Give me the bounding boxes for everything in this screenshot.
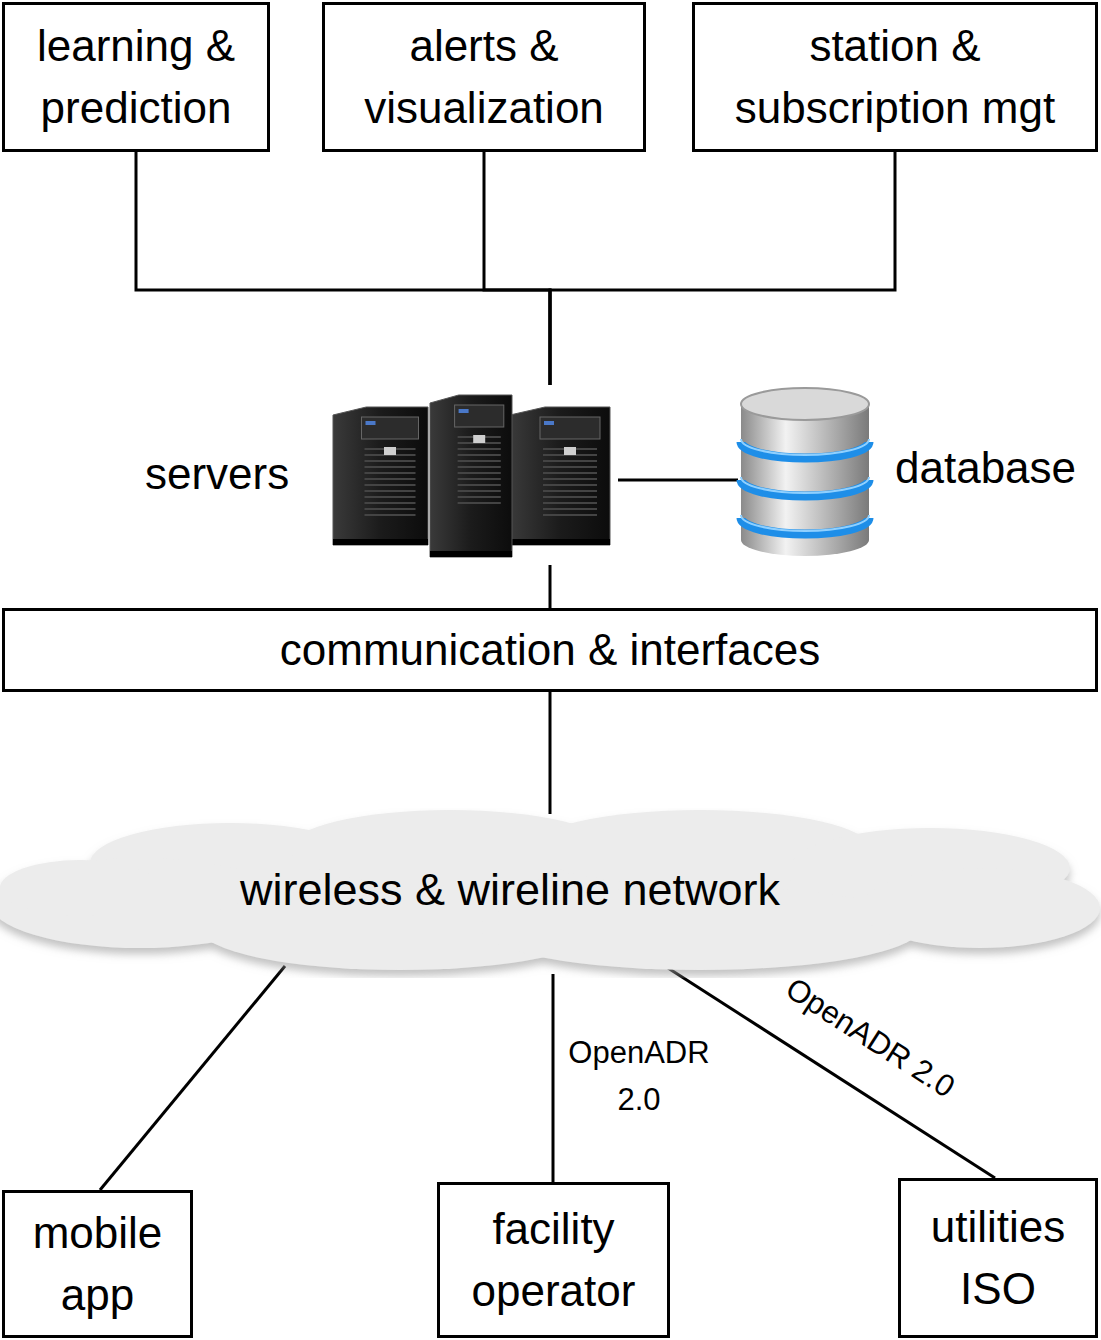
process-box: facility operator bbox=[437, 1182, 670, 1338]
status-light bbox=[366, 421, 376, 425]
node-text: wireless & wireline network bbox=[0, 858, 1020, 921]
database-illustration bbox=[735, 380, 875, 570]
tower-base bbox=[333, 539, 428, 545]
process-box: communication & interfaces bbox=[2, 608, 1098, 692]
band-glow bbox=[741, 515, 869, 531]
tower-base bbox=[510, 539, 610, 545]
status-light bbox=[544, 421, 554, 425]
node-text: learning & prediction bbox=[11, 15, 261, 138]
drive-bay bbox=[362, 417, 419, 439]
vent-line bbox=[543, 466, 597, 468]
vent-line bbox=[365, 502, 416, 504]
connector bbox=[552, 974, 555, 1182]
vent-line bbox=[543, 502, 597, 504]
node-text: alerts & visualization bbox=[331, 15, 637, 138]
cloud-lobe bbox=[0, 860, 160, 916]
vent-line bbox=[365, 484, 416, 486]
vent-line bbox=[543, 472, 597, 474]
process-box: utilities ISO bbox=[898, 1178, 1098, 1338]
cylinder-body bbox=[741, 404, 869, 540]
vent-line bbox=[543, 478, 597, 480]
vent-line bbox=[543, 460, 597, 462]
node-text: database bbox=[895, 437, 1076, 499]
server-tower bbox=[333, 407, 428, 545]
vent-line bbox=[365, 478, 416, 480]
connector bbox=[549, 565, 552, 608]
vent-line bbox=[458, 472, 501, 474]
vent-line bbox=[543, 496, 597, 498]
vent-line bbox=[543, 484, 597, 486]
status-light bbox=[459, 409, 469, 413]
server-tower bbox=[510, 407, 610, 545]
vent-line bbox=[365, 466, 416, 468]
vent-line bbox=[458, 466, 501, 468]
band-glow bbox=[741, 477, 869, 493]
process-box: alerts & visualization bbox=[322, 2, 646, 152]
process-box: learning & prediction bbox=[2, 2, 270, 152]
network-cloud: wireless & wireline network bbox=[0, 808, 1101, 978]
edge-label: OpenADR 2.0 bbox=[550, 1030, 728, 1123]
vent-line bbox=[458, 478, 501, 480]
band-glow bbox=[741, 439, 869, 455]
vent-line bbox=[365, 514, 416, 516]
vent-line bbox=[365, 508, 416, 510]
edge-label: OpenADR 2.0 bbox=[765, 959, 975, 1117]
vent-line bbox=[543, 490, 597, 492]
logo-badge bbox=[473, 435, 485, 443]
vent-line bbox=[458, 502, 501, 504]
drive-bay bbox=[540, 417, 600, 439]
connector bbox=[100, 966, 285, 1190]
vent-line bbox=[365, 472, 416, 474]
vent-line bbox=[365, 460, 416, 462]
vent-line bbox=[458, 490, 501, 492]
node-text: communication & interfaces bbox=[280, 619, 820, 681]
process-box: station & subscription mgt bbox=[692, 2, 1098, 152]
vent-line bbox=[458, 454, 501, 456]
logo-badge bbox=[564, 447, 576, 455]
vent-line bbox=[458, 484, 501, 486]
vent-line bbox=[365, 490, 416, 492]
node-text: servers bbox=[145, 443, 289, 505]
node-text: mobile app bbox=[11, 1202, 184, 1325]
node-text: utilities ISO bbox=[907, 1196, 1089, 1319]
logo-badge bbox=[384, 447, 396, 455]
server-illustration bbox=[328, 385, 618, 565]
vent-line bbox=[543, 508, 597, 510]
cloud-lobe bbox=[860, 868, 1100, 948]
tower-base bbox=[430, 551, 512, 557]
server-tower bbox=[430, 395, 512, 557]
node-text: facility operator bbox=[446, 1198, 661, 1321]
drive-bay bbox=[455, 405, 504, 427]
vent-line bbox=[543, 514, 597, 516]
node-text: station & subscription mgt bbox=[701, 15, 1089, 138]
server-group: servers bbox=[140, 385, 615, 565]
vent-line bbox=[458, 496, 501, 498]
connector bbox=[618, 479, 738, 482]
vent-line bbox=[458, 460, 501, 462]
database-node: database bbox=[735, 380, 1097, 570]
connector bbox=[136, 152, 550, 385]
cylinder-top bbox=[741, 388, 869, 420]
connector bbox=[549, 692, 552, 814]
vent-line bbox=[458, 448, 501, 450]
cloud-body bbox=[0, 810, 1100, 970]
connector bbox=[484, 152, 550, 385]
process-box: mobile app bbox=[2, 1190, 193, 1338]
vent-line bbox=[365, 496, 416, 498]
connector bbox=[550, 152, 895, 385]
